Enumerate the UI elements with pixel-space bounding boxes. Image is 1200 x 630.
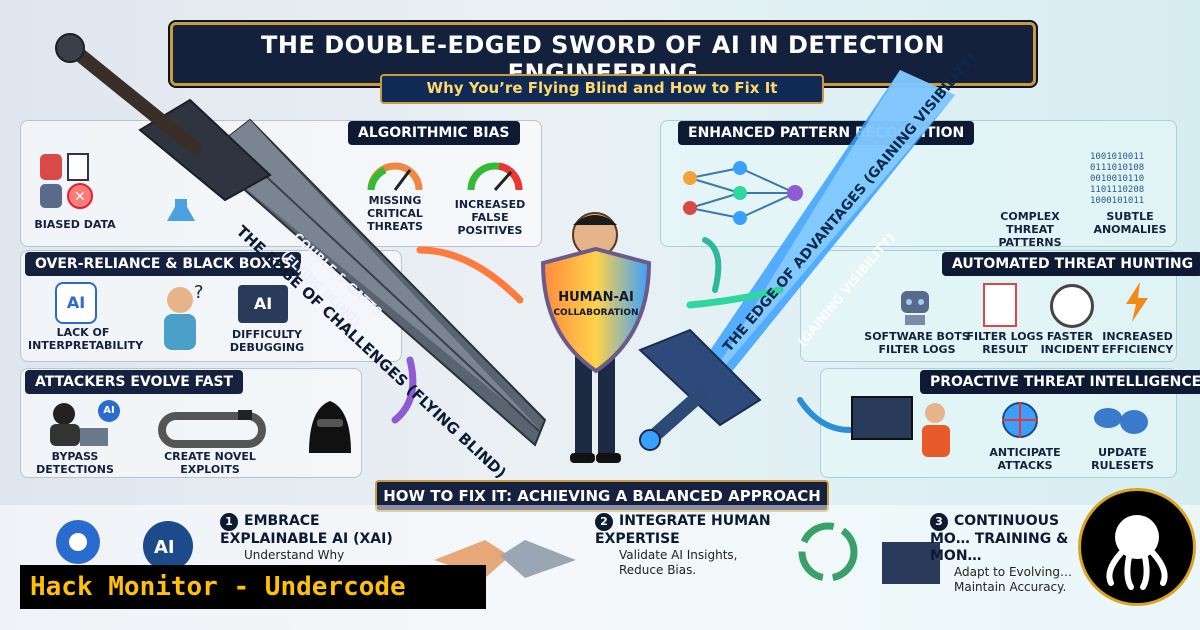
gauge-icon-false-positives [465,158,525,194]
lightning-icon [1122,282,1152,322]
left-sword [55,33,547,447]
arrow-teal [702,237,722,293]
binary-line: 1101110208 [1090,185,1145,195]
hacker-icon [42,400,112,448]
binary-line: 1000101011 [1090,196,1145,206]
binary-line: 0010010110 [1090,174,1145,184]
database-icon: ✕ [38,152,98,212]
robot-icon [895,285,935,327]
monitor-ai-icon: AI [238,285,288,323]
arrow-green [686,286,784,309]
step-number: 1 [220,513,238,531]
log-file-icon [983,283,1017,327]
gauge-icon-missing [365,158,425,194]
globe-target-icon [1000,400,1040,440]
binary-line: 0111010108 [1090,163,1145,173]
step-title: CONTINUOUS MO… TRAINING & MON… [930,513,1069,564]
collaboration-shield-icon [540,246,652,374]
item-difficulty-debugging: DIFFICULTY DEBUGGING [229,328,305,354]
item-filter-logs-result: FILTER LOGS RESULT [966,330,1044,356]
octopus-logo-icon [1078,488,1196,606]
heading-over-reliance: OVER-RELIANCE & BLACK BOXES [25,252,302,276]
item-subtle-anomalies: SUBTLE ANOMALIES [1093,210,1167,236]
handshake-icon [430,520,580,590]
item-missing-threats: MISSING CRITICAL THREATS [367,194,423,233]
heading-attackers: ATTACKERS EVOLVE FAST [25,370,244,394]
svg-text:?: ? [194,282,204,303]
step-desc: Adapt to Evolving… Maintain Accuracy. [954,565,1072,594]
item-complex-patterns: COMPLEX THREAT PATTERNS [998,210,1062,249]
item-novel-exploits: CREATE NOVEL EXPLOITS [164,450,256,476]
world-map-icon [1090,402,1150,440]
ai-badge-icon: AI [98,400,120,422]
item-anticipate-attacks: ANTICIPATE ATTACKS [989,446,1061,472]
binary-line: 1001010011 [1090,152,1145,162]
item-software-bots: SOFTWARE BOTS FILTER LOGS [864,330,970,356]
ai-chip-icon: AI [55,282,97,324]
flask-icon [165,195,205,225]
analyst-workstation-icon [850,395,960,465]
step-number: 2 [595,513,613,531]
step-desc: Understand Why [244,548,345,562]
item-increased-efficiency: INCREASED EFFICIENCY [1101,330,1174,356]
item-bypass-detections: BYPASS DETECTIONS [36,450,114,476]
gear-ai-icon: AI [50,510,200,575]
fix-heading: HOW TO FIX IT: ACHIEVING A BALANCED APPR… [383,487,821,505]
heading-threat-hunting: AUTOMATED THREAT HUNTING [942,252,1200,276]
step-desc: Validate AI Insights, Reduce Bias. [619,548,738,577]
item-faster-incident: FASTER INCIDENT [1040,330,1100,356]
arrow-blue [797,397,853,433]
watermark-text: Hack Monitor - Undercode [30,572,406,602]
page-subtitle: Why You’re Flying Blind and How to Fix I… [426,79,778,97]
heading-threat-intel: PROACTIVE THREAT INTELLIGENCE [920,370,1200,394]
clock-icon [1050,284,1094,328]
binary-stream: 1001010011 0111010108 0010010110 1101110… [1090,152,1170,207]
step-number: 3 [930,513,948,531]
item-biased-data: BIASED DATA [34,218,116,231]
item-false-positives: INCREASED FALSE POSITIVES [454,198,526,237]
race-track-icon [158,410,268,448]
masked-attacker-icon [305,395,355,455]
step-title: EMBRACE EXPLAINABLE AI (XAI) [220,513,393,547]
arrow-orange [416,246,524,304]
shield-line1: HUMAN-AI [558,290,634,305]
continuous-cycle-icon [790,512,950,592]
item-lack-interpretability: LACK OF INTERPRETABILITY [28,326,144,352]
neural-network-icon [680,158,810,228]
svg-text:AI: AI [154,537,175,558]
heading-algorithmic-bias: ALGORITHMIC BIAS [348,121,520,145]
subtitle-bar: Why You’re Flying Blind and How to Fix I… [380,74,824,104]
svg-text:✕: ✕ [74,189,86,205]
arrow-purple [391,356,417,424]
right-sword [638,70,955,451]
step-title: INTEGRATE HUMAN EXPERTISE [595,513,771,547]
item-update-rulesets: UPDATE RULESETS [1091,446,1154,472]
watermark-banner: Hack Monitor - Undercode [20,565,486,609]
shield-line2: COLLABORATION [553,308,639,318]
confused-person-icon: ? [150,282,210,352]
